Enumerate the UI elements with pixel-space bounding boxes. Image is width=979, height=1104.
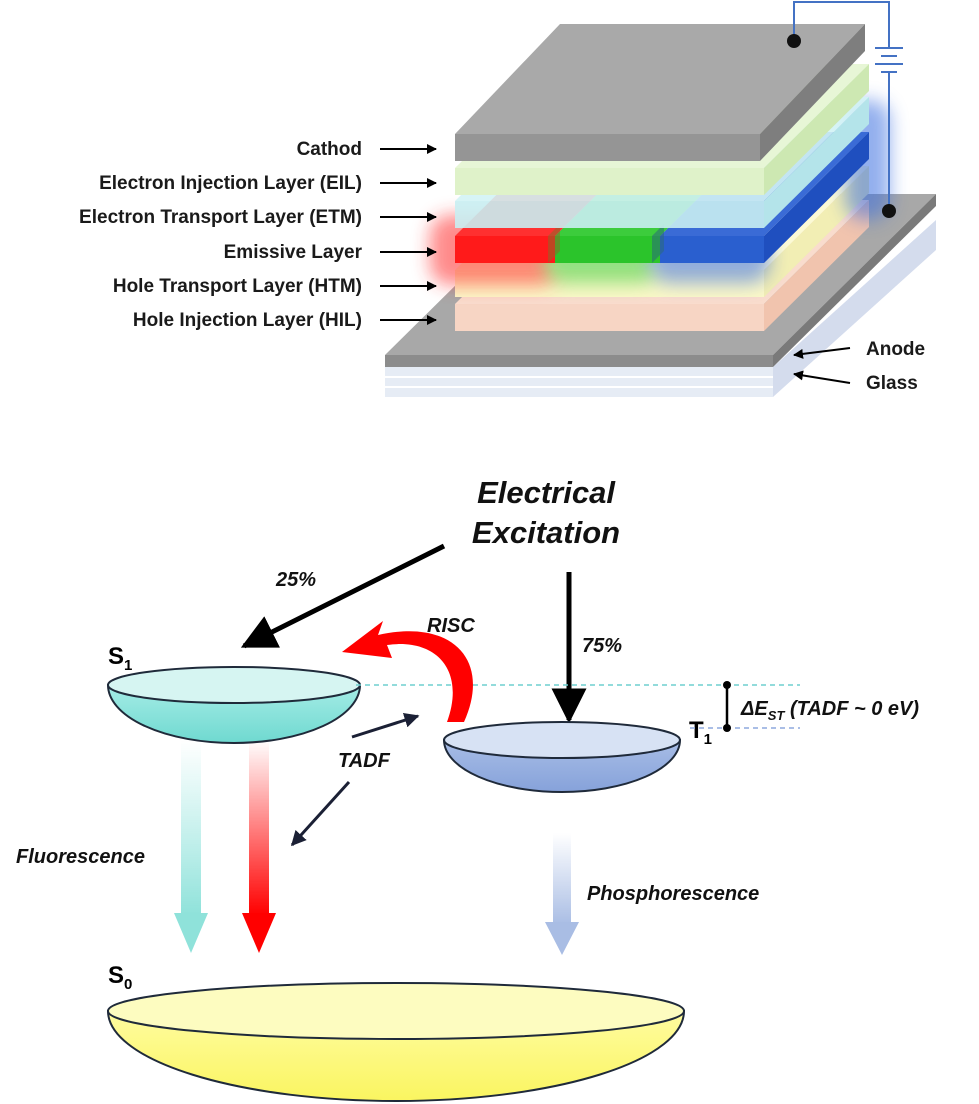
tadf-label: TADF xyxy=(338,750,391,772)
label-glass: Glass xyxy=(866,373,918,394)
s1-label: S1 xyxy=(108,643,132,674)
t1-level xyxy=(442,721,682,793)
delta-est-label: ΔEST (TADF ~ 0 eV) xyxy=(740,698,919,723)
oled-device-stack: Cathod Electron Injection Layer (EIL) El… xyxy=(79,1,936,397)
phosphorescence-label: Phosphorescence xyxy=(587,883,759,905)
s1-level xyxy=(106,666,362,744)
anode-contact xyxy=(882,204,896,218)
singlet-excitation-arrow xyxy=(240,543,446,649)
battery-circuit xyxy=(787,1,903,218)
label-emissive: Emissive Layer xyxy=(224,242,363,263)
label-hil: Hole Injection Layer (HIL) xyxy=(133,310,362,331)
phosphorescence-arrow xyxy=(545,833,579,955)
s0-level xyxy=(106,982,686,1102)
tadf-arrow-up xyxy=(351,712,420,739)
excitation-title-line1: Electrical xyxy=(477,475,616,510)
label-etl: Electron Transport Layer (ETM) xyxy=(79,207,362,228)
risc-label: RISC xyxy=(427,615,475,637)
label-eil: Electron Injection Layer (EIL) xyxy=(99,173,362,194)
label-htl: Hole Transport Layer (HTM) xyxy=(113,276,362,297)
t1-label: T1 xyxy=(689,717,712,748)
excitation-title-line2: Excitation xyxy=(472,515,620,550)
tadf-arrow-down xyxy=(290,780,351,847)
fluorescence-arrow xyxy=(174,740,208,953)
s0-label: S0 xyxy=(108,962,132,993)
triplet-percent: 75% xyxy=(582,635,622,657)
fluorescence-label: Fluorescence xyxy=(16,846,145,868)
singlet-percent: 25% xyxy=(275,569,316,591)
emissive-red-pixel xyxy=(455,236,555,263)
delta-est-bracket xyxy=(723,681,731,732)
layer-labels: Cathod Electron Injection Layer (EIL) El… xyxy=(79,139,925,394)
tadf-fluorescence-arrow xyxy=(242,740,276,953)
emissive-blue-pixel xyxy=(660,236,764,263)
risc-arrow xyxy=(342,621,473,722)
cathode-contact xyxy=(787,34,801,48)
emissive-green-pixel xyxy=(555,236,660,263)
energy-level-diagram: Electrical Excitation 25% 75% S1 T1 ΔEST… xyxy=(16,475,919,1102)
label-cathode: Cathod xyxy=(297,139,362,160)
label-anode: Anode xyxy=(866,339,925,360)
cathode-plate xyxy=(455,24,865,161)
